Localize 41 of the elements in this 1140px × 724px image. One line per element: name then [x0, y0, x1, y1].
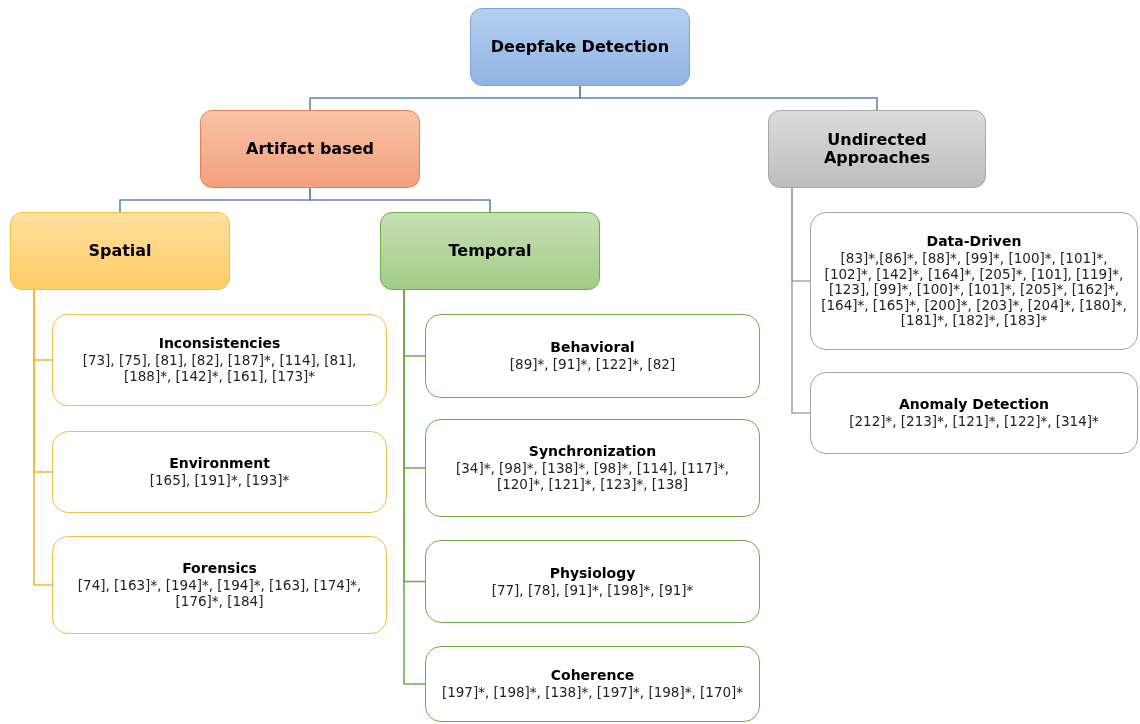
method-title: Coherence [550, 667, 635, 684]
method-box [52, 431, 387, 513]
method-title: Anomaly Detection [899, 396, 1049, 413]
method-title: Environment [169, 455, 270, 472]
category-box [10, 212, 230, 290]
citation-list: [34]*, [98]*, [138]*, [98]*, [114], [117]*, [120]*, [121]*, [123]*, [138] [436, 461, 749, 493]
citation-list: [212]*, [213]*, [121]*, [122]*, [314]* [849, 414, 1099, 430]
method-title: Forensics [182, 560, 257, 577]
connector-line [791, 187, 811, 414]
citation-list: [74], [163]*, [194]*, [194]*, [163], [174]*, [176]*, [184] [63, 578, 376, 610]
category-title: Artifact based [246, 139, 374, 159]
connector-line [579, 85, 878, 111]
method-title: Behavioral [550, 339, 635, 356]
method-title: Synchronization [528, 443, 657, 460]
citation-list: [89]*, [91]*, [122]*, [82] [509, 357, 676, 373]
citation-list: [165], [191]*, [193]* [149, 473, 290, 489]
category-box [380, 212, 600, 290]
category-box [200, 110, 420, 188]
citation-list: [197]*, [198]*, [138]*, [197]*, [198]*, [170]* [441, 685, 744, 701]
method-box [52, 314, 387, 406]
citation-list: [83]*,[86]*, [88]*, [99]*, [100]*, [101]*, [102]*, [142]*, [164]*, [205]*, [101], [119]*,[123], [99]*, [100]*, [101]*, [205]*, [162]*, [164]*, [165]*, [200]*, [203]*, [204]*, [180]*, [181]*, [182]*, [183]* [821, 251, 1127, 329]
category-box [470, 8, 690, 86]
method-box [52, 536, 387, 634]
method-title: Physiology [549, 564, 636, 581]
method-box [810, 372, 1138, 454]
category-title: Undirected Approaches [822, 130, 932, 168]
method-title: Inconsistencies [158, 335, 281, 352]
method-box [810, 212, 1138, 350]
citation-list: [73], [75], [81], [82], [187]*, [114], [81], [188]*, [142]*, [161], [173]* [63, 353, 376, 385]
category-box [768, 110, 986, 188]
category-title: Deepfake Detection [490, 37, 670, 57]
method-box [425, 419, 760, 517]
category-title: Spatial [88, 241, 152, 261]
method-box [425, 646, 760, 722]
connector-line [33, 289, 53, 586]
method-title: Data-Driven [926, 233, 1022, 250]
connector-line [309, 187, 491, 213]
citation-list: [77], [78], [91]*, [198]*, [91]* [491, 582, 694, 599]
method-box [425, 540, 760, 623]
category-title: Temporal [448, 241, 532, 261]
method-box [425, 314, 760, 398]
